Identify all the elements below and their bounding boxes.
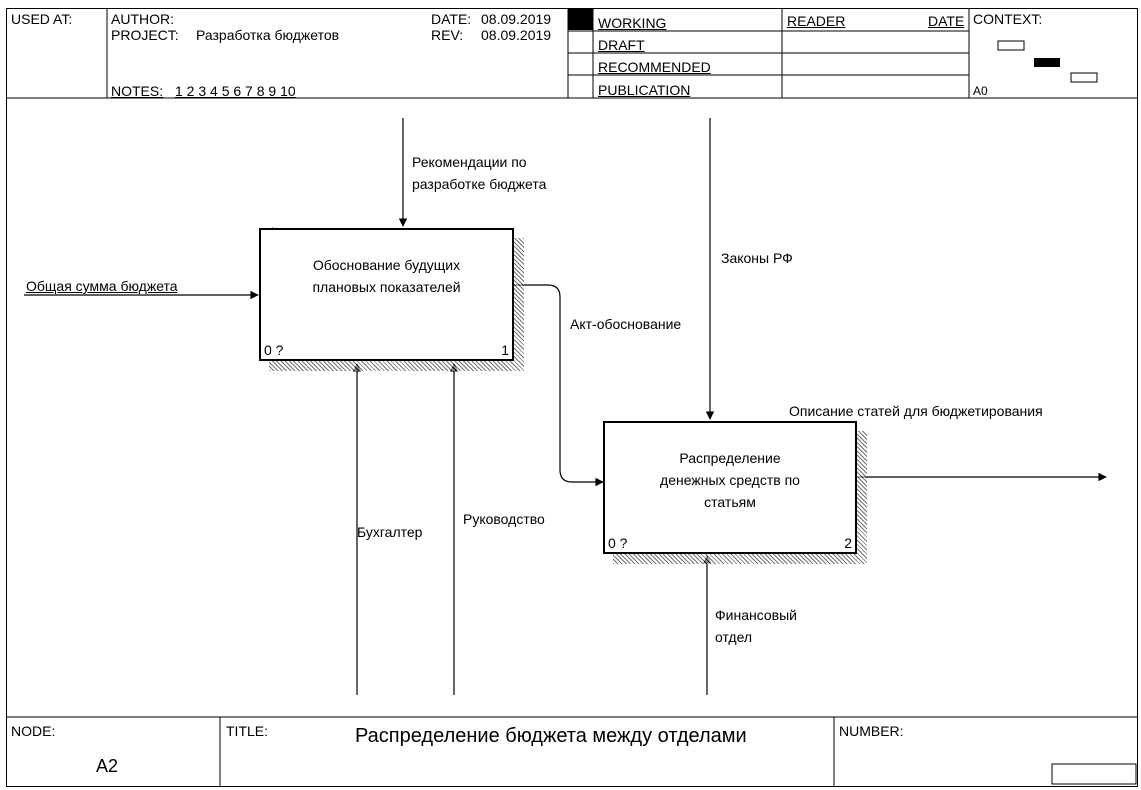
- activity-box-2[interactable]: Распределение денежных средств по статья…: [603, 421, 857, 554]
- status-recommended: RECOMMENDED: [598, 59, 711, 75]
- diagram-title: Распределение бюджета между отделами: [355, 725, 747, 747]
- project-value: Разработка бюджетов: [196, 27, 340, 43]
- activity-box-2-name: Распределение денежных средств по статья…: [660, 450, 800, 510]
- context-label: CONTEXT:: [973, 11, 1043, 27]
- date-label: DATE:: [431, 11, 472, 27]
- label-control-2[interactable]: Законы РФ: [721, 250, 793, 266]
- author-label: AUTHOR:: [111, 11, 174, 27]
- activity-box-2-cost: 0 ?: [608, 535, 628, 551]
- notes-label: NOTES:: [111, 83, 164, 99]
- context-node: A0: [973, 84, 988, 98]
- activity-box-1-name: Обоснование будущих плановых показателей: [312, 257, 461, 295]
- label-mechanism-1a[interactable]: Бухгалтер: [357, 524, 423, 540]
- project-label: PROJECT:: [111, 27, 179, 43]
- context-box-1: [997, 40, 1025, 51]
- rev-label: REV:: [431, 27, 464, 43]
- diagram-frame: [6, 8, 1138, 787]
- activity-box-1[interactable]: Обоснование будущих плановых показателей…: [259, 228, 514, 361]
- activity-box-2-number: 2: [844, 535, 852, 551]
- number-label: NUMBER:: [839, 723, 904, 739]
- label-input-1[interactable]: Общая сумма бюджета: [26, 278, 178, 294]
- reader-date-label: DATE: [928, 13, 965, 29]
- label-output-1[interactable]: Акт-обоснование: [570, 316, 682, 332]
- label-control-1[interactable]: Рекомендации по разработке бюджета: [412, 154, 547, 192]
- label-mechanism-2[interactable]: Финансовый отдел: [715, 607, 797, 645]
- rev-value: 08.09.2019: [481, 27, 552, 43]
- reader-label: READER: [787, 13, 846, 29]
- status-working: WORKING: [598, 15, 667, 31]
- label-mechanism-1b[interactable]: Руководство: [463, 511, 545, 527]
- title-label: TITLE:: [226, 723, 269, 739]
- used-at-label: USED AT:: [11, 11, 73, 27]
- working-marker: [568, 9, 593, 30]
- date-value: 08.09.2019: [481, 11, 552, 27]
- status-draft: DRAFT: [598, 37, 645, 53]
- node-value: A2: [96, 756, 119, 776]
- activity-box-1-number: 1: [501, 342, 509, 358]
- arrow-output-1: [514, 284, 604, 487]
- label-output-2[interactable]: Описание статей для бюджетирования: [789, 403, 1043, 419]
- context-box-2-active: [1034, 58, 1060, 67]
- activity-box-1-cost: 0 ?: [264, 342, 284, 358]
- status-publication: PUBLICATION: [598, 82, 691, 98]
- context-box-3: [1070, 72, 1098, 83]
- number-box: [1051, 763, 1137, 785]
- node-label: NODE:: [11, 723, 56, 739]
- notes-value: 1 2 3 4 5 6 7 8 9 10: [175, 83, 296, 99]
